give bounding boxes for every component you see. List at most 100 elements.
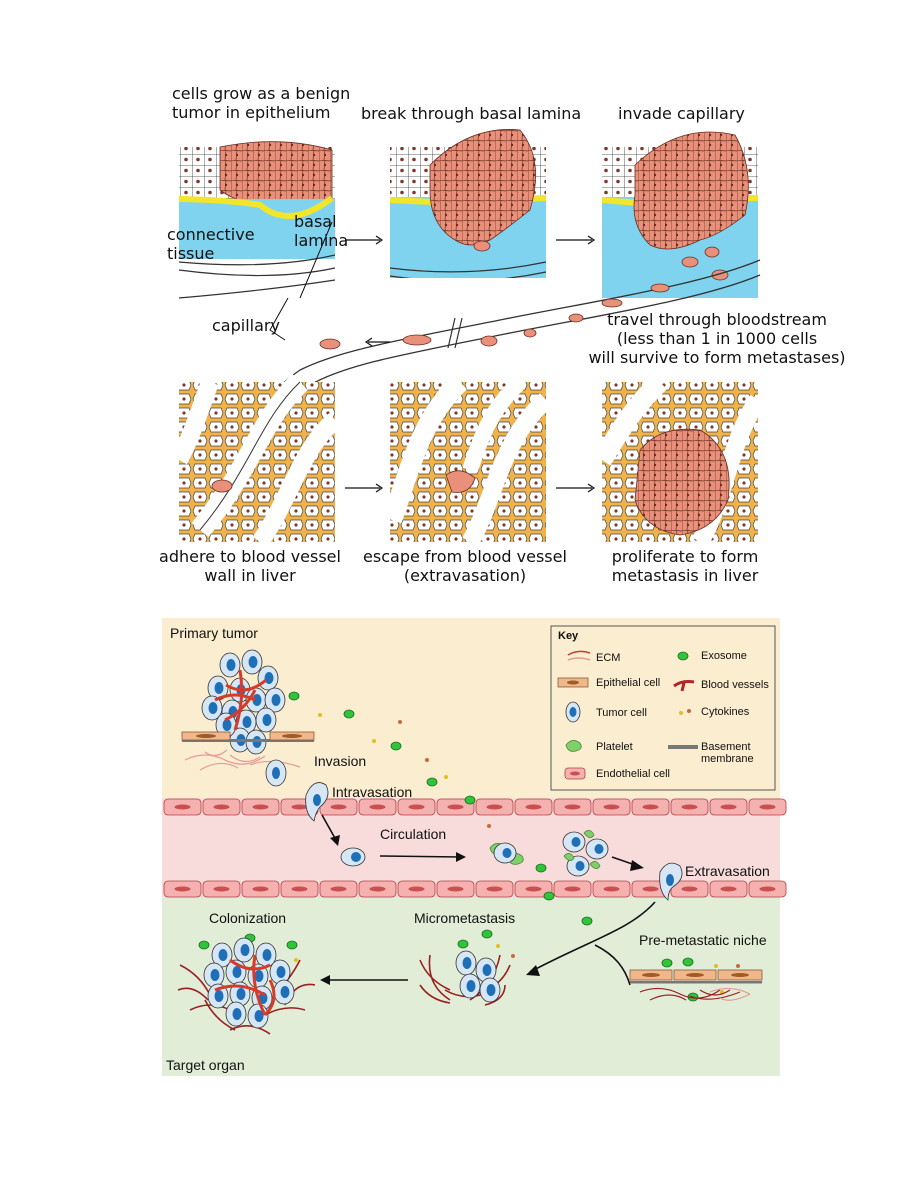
panel-escape xyxy=(382,374,553,547)
tumor-nucleus xyxy=(262,714,272,726)
cytokine xyxy=(487,824,491,828)
intravasation-label: Intravasation xyxy=(332,784,413,800)
step2-label: break through basal lamina xyxy=(361,104,582,123)
endothelial-nucleus xyxy=(564,804,581,810)
endothelial-nucleus xyxy=(447,886,464,892)
panel-adhere xyxy=(171,374,342,548)
platelet-tumor-cell-group-1 xyxy=(489,842,524,865)
basal-lamina-label: basal lamina xyxy=(294,212,349,250)
tumor-nucleus xyxy=(248,656,258,668)
tumor-nucleus xyxy=(242,716,252,728)
colonization-cluster xyxy=(203,937,295,1029)
endothelial-nucleus xyxy=(408,804,425,810)
endothelial-nucleus xyxy=(525,886,542,892)
primary-tumor-cluster xyxy=(201,649,286,755)
cytokine xyxy=(372,739,376,743)
endothelial-nucleus xyxy=(369,804,386,810)
tumor-nucleus xyxy=(218,949,228,961)
micrometastasis-label: Micrometastasis xyxy=(414,910,516,926)
endothelial-nucleus xyxy=(408,886,425,892)
colonization-blood-vessel xyxy=(214,954,276,1017)
pre-metastatic-niche-label: Pre-metastatic niche xyxy=(639,932,767,948)
tumor-nucleus xyxy=(222,719,232,731)
key-title: Key xyxy=(558,630,579,642)
panel-benign-tumor xyxy=(178,141,336,299)
tumor-nucleus xyxy=(252,694,262,706)
basement-membrane xyxy=(182,739,314,742)
tumor-nucleus xyxy=(210,969,220,981)
endothelial-nucleus xyxy=(291,886,308,892)
key-blood-vessels: Blood vessels xyxy=(701,679,769,691)
tumor-nucleus xyxy=(232,966,242,978)
tumor-nucleus xyxy=(214,990,224,1002)
tumor-nucleus xyxy=(240,944,250,956)
key-basement-membrane: Basement membrane xyxy=(701,741,754,765)
endothelial-nucleus xyxy=(252,804,269,810)
exosome-key-icon xyxy=(677,651,689,661)
tumor-nucleus xyxy=(258,992,268,1004)
exosome xyxy=(481,929,493,939)
endothelial-nucleus xyxy=(486,886,503,892)
capillary-label: capillary xyxy=(212,316,280,335)
primary-ecm xyxy=(184,749,301,771)
step4-label: adhere to blood vessel wall in liver xyxy=(159,547,341,585)
niche-ecm xyxy=(639,987,741,1001)
metastasis-steps-diagram xyxy=(171,129,766,548)
step6-label: proliferate to form metastasis in liver xyxy=(611,547,759,585)
exosome xyxy=(286,940,298,950)
tumor-nucleus xyxy=(254,970,264,982)
cytokine xyxy=(511,954,515,958)
key-ecm: ECM xyxy=(596,652,621,664)
endothelial-nucleus xyxy=(252,886,269,892)
endothelial-nucleus xyxy=(174,804,191,810)
exosome xyxy=(288,691,300,701)
step3-label: invade capillary xyxy=(618,104,745,123)
cytokine-key-icon xyxy=(679,711,683,715)
primary-blood-vessel xyxy=(214,669,267,731)
cytokine xyxy=(425,758,429,762)
tumor-nucleus xyxy=(486,984,496,996)
blood-vessel-key-icon xyxy=(673,680,695,692)
basement-membrane-key-icon xyxy=(668,745,698,749)
tumor-nucleus xyxy=(276,966,286,978)
extravasation-label: Extravasation xyxy=(685,863,770,879)
panel-proliferate xyxy=(593,374,766,547)
platelet-tumor-cell-group-2 xyxy=(562,830,609,877)
exosome xyxy=(581,916,593,926)
cytokine xyxy=(496,944,500,948)
endothelial-nucleus xyxy=(213,886,230,892)
cytokine xyxy=(736,964,740,968)
key-epithelial-cell: Epithelial cell xyxy=(596,677,661,689)
key-platelet: Platelet xyxy=(596,741,633,753)
endothelial-nucleus xyxy=(486,804,503,810)
endothelial-nucleus xyxy=(603,886,620,892)
endothelial-nucleus xyxy=(564,886,581,892)
endothelial-nucleus xyxy=(642,886,659,892)
cytokine xyxy=(398,720,402,724)
cytokine xyxy=(714,964,718,968)
endothelial-nucleus xyxy=(681,804,698,810)
exosome xyxy=(457,939,469,949)
tumor-nucleus xyxy=(280,986,290,998)
target-organ-label: Target organ xyxy=(166,1057,245,1073)
exosome xyxy=(390,741,402,751)
endothelial-nucleus xyxy=(330,886,347,892)
exosome xyxy=(661,958,673,968)
step1-label: cells grow as a benign tumor in epitheli… xyxy=(172,84,351,122)
key-box xyxy=(550,625,776,791)
tumor-nucleus xyxy=(466,980,476,992)
key-endothelial-cell: Endothelial cell xyxy=(596,768,670,780)
micrometastasis-cluster xyxy=(455,950,501,1003)
endothelial-nucleus xyxy=(603,804,620,810)
cytokine xyxy=(318,713,322,717)
exosome xyxy=(343,709,355,719)
tumor-nucleus xyxy=(482,964,492,976)
ecm-key-icon xyxy=(567,650,591,656)
endothelial-nucleus xyxy=(681,886,698,892)
tumor-nucleus xyxy=(462,957,472,969)
cytokine xyxy=(294,958,298,962)
travel-label: travel through bloodstream (less than 1 … xyxy=(588,310,846,367)
circulation-arrow xyxy=(379,855,463,858)
exosome xyxy=(682,957,694,967)
